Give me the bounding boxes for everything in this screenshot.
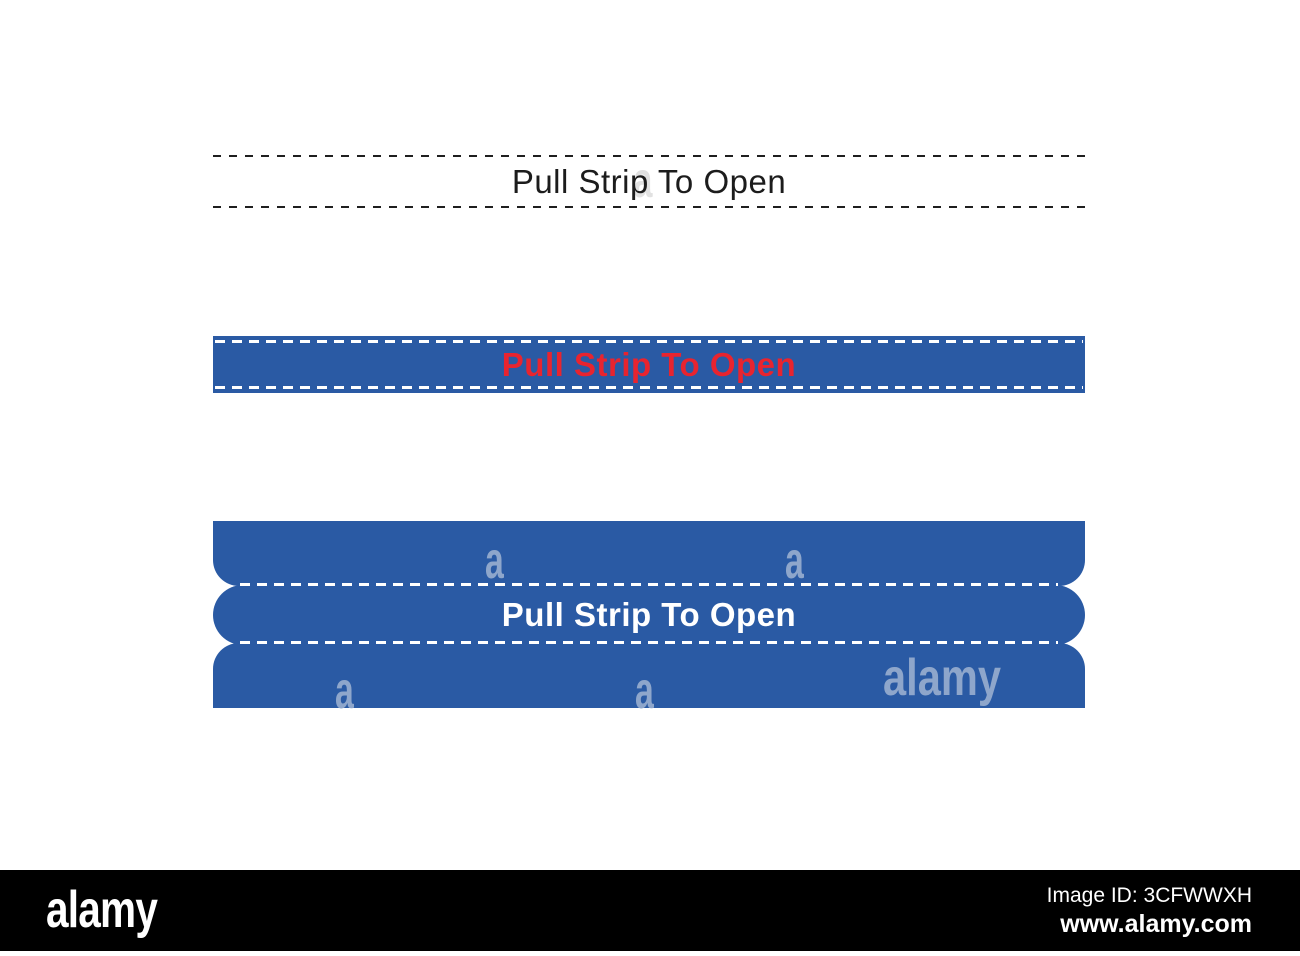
footer-meta: Image ID: 3CFWWXH www.alamy.com	[1047, 883, 1252, 940]
band-upper-panel	[213, 521, 1085, 586]
band-pull-tab	[213, 585, 1085, 645]
flat-pull-strip: Pull Strip To Open	[213, 336, 1085, 393]
alamy-url-text: www.alamy.com	[1060, 910, 1252, 938]
flat-strip-label: Pull Strip To Open	[501, 345, 797, 383]
alamy-watermark-letter: a	[335, 662, 354, 720]
perforation-line-bottom	[215, 386, 1083, 389]
perforation-line-top	[240, 583, 1058, 586]
alamy-watermark-letter: a	[485, 532, 504, 590]
alamy-watermark-letter: a	[633, 152, 653, 208]
perforation-line-bottom	[213, 206, 1085, 208]
alamy-watermark-logo: alamy	[883, 649, 1001, 707]
alamy-watermark-letter: a	[785, 532, 804, 590]
alamy-footer-bar: alamy Image ID: 3CFWWXH www.alamy.com	[0, 870, 1300, 951]
image-id-text: Image ID: 3CFWWXH	[1046, 884, 1252, 907]
outline-strip-label: Pull Strip To Open	[511, 162, 787, 200]
alamy-watermark-letter: a	[635, 662, 654, 720]
perforation-line-bottom	[240, 641, 1058, 644]
perforation-line-top	[213, 155, 1085, 157]
band-strip-label: Pull Strip To Open	[501, 596, 797, 633]
outline-pull-strip: a Pull Strip To Open	[213, 155, 1085, 208]
alamy-logo: alamy	[46, 881, 158, 939]
perforation-line-top	[215, 340, 1083, 343]
band-lower-panel	[213, 643, 1085, 708]
notched-pull-strip-band: a a a a alamy Pull Strip To Open	[213, 521, 1085, 717]
